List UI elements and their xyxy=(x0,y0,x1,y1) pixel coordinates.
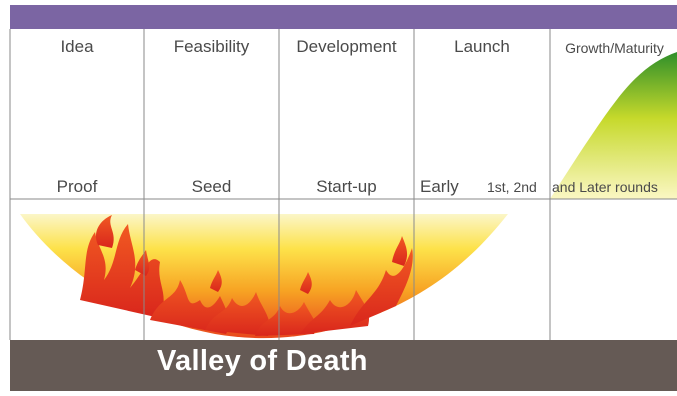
stage-label-growth-maturity: Growth/Maturity xyxy=(565,40,664,56)
funding-label-1st-2nd: 1st, 2nd xyxy=(487,179,537,195)
growth-curve xyxy=(550,52,677,199)
stage-label-idea: Idea xyxy=(60,37,94,56)
grid-lines xyxy=(9,29,677,340)
flames xyxy=(80,215,413,336)
stage-label-feasibility: Feasibility xyxy=(173,37,250,56)
funding-label-early: Early xyxy=(420,177,459,196)
funding-label-later-rounds: and Later rounds xyxy=(552,179,658,195)
funding-label-startup: Start-up xyxy=(316,177,377,196)
stage-label-development: Development xyxy=(296,37,397,56)
bottom-band xyxy=(10,340,677,391)
funding-label-proof: Proof xyxy=(56,177,98,196)
header-band xyxy=(10,5,677,29)
valley-of-death-title: Valley of Death xyxy=(157,345,368,377)
stage-label-launch: Launch xyxy=(454,37,510,56)
funding-label-seed: Seed xyxy=(191,177,232,196)
